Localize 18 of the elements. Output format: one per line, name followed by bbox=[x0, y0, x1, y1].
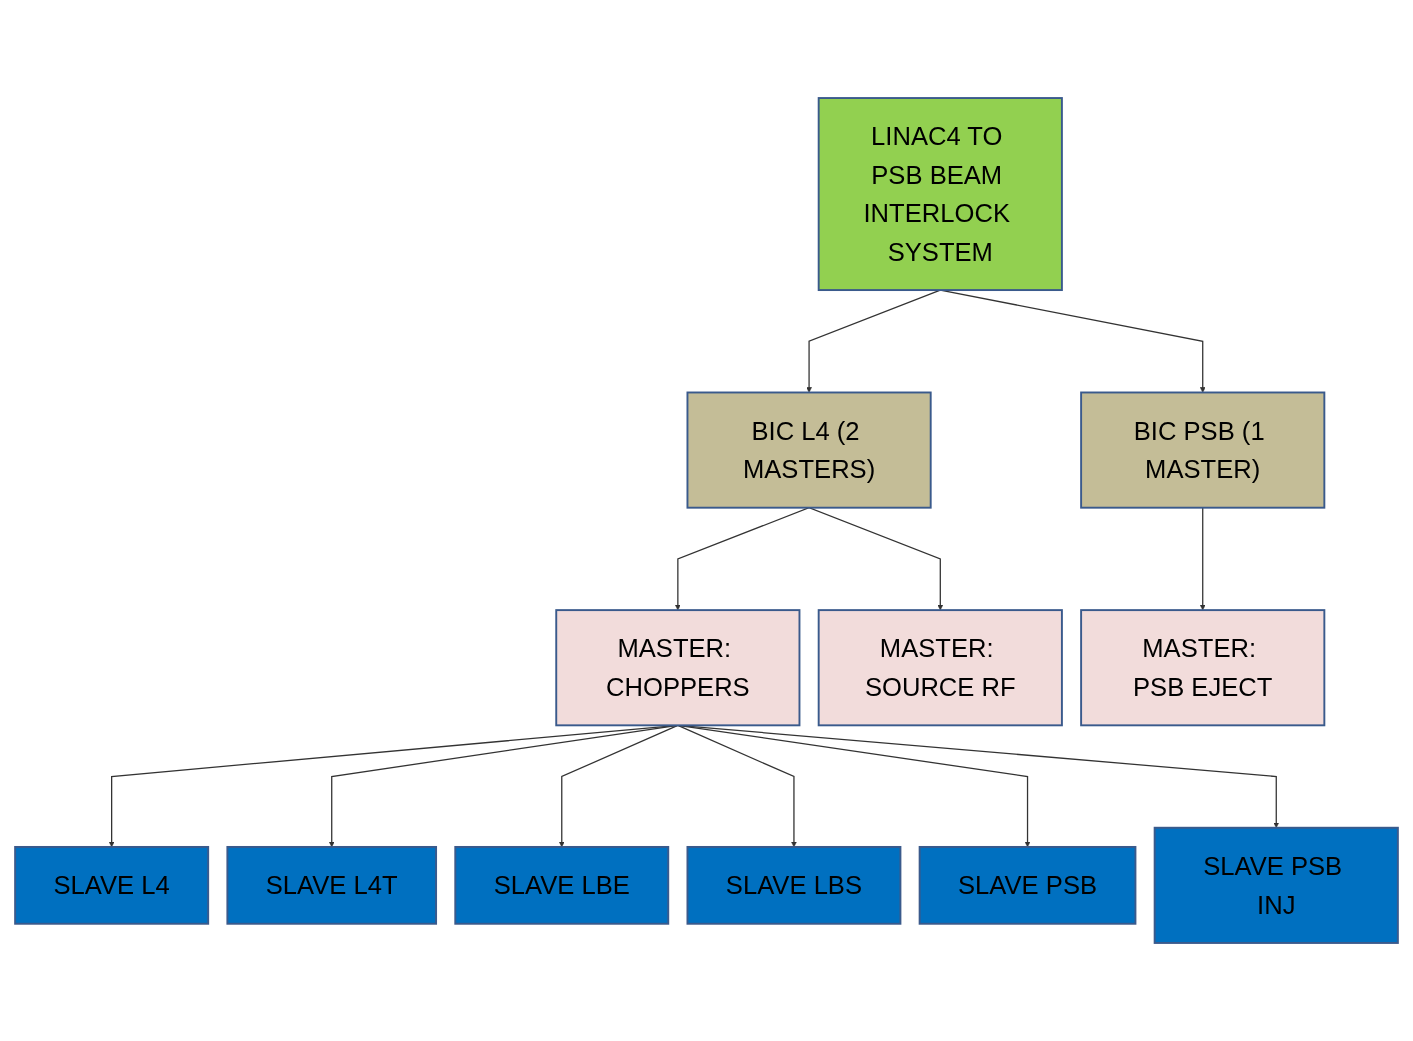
arrow bbox=[677, 724, 1031, 848]
node-box: MASTER: SOURCE RF bbox=[817, 609, 1063, 727]
node-box: SLAVE PSB INJ bbox=[1153, 826, 1399, 944]
node-box: SLAVE PSB bbox=[918, 846, 1137, 925]
node-box: MASTER: PSB EJECT bbox=[1080, 609, 1326, 727]
arrow bbox=[677, 724, 797, 848]
node-box: SLAVE L4T bbox=[226, 846, 438, 925]
node-box: LINAC4 TO PSB BEAM INTERLOCK SYSTEM bbox=[817, 97, 1063, 292]
node-box: SLAVE L4 bbox=[14, 846, 210, 925]
node-box: SLAVE LBE bbox=[454, 846, 670, 925]
arrow bbox=[1199, 507, 1206, 611]
node-box: BIC L4 (2 MASTERS) bbox=[686, 391, 932, 509]
node-box: SLAVE LBS bbox=[686, 846, 902, 925]
arrow bbox=[108, 724, 679, 848]
arrow bbox=[328, 724, 679, 848]
arrow bbox=[558, 724, 679, 848]
node-box: MASTER: CHOPPERS bbox=[555, 609, 801, 727]
node-box: BIC PSB (1 MASTER) bbox=[1080, 391, 1326, 509]
